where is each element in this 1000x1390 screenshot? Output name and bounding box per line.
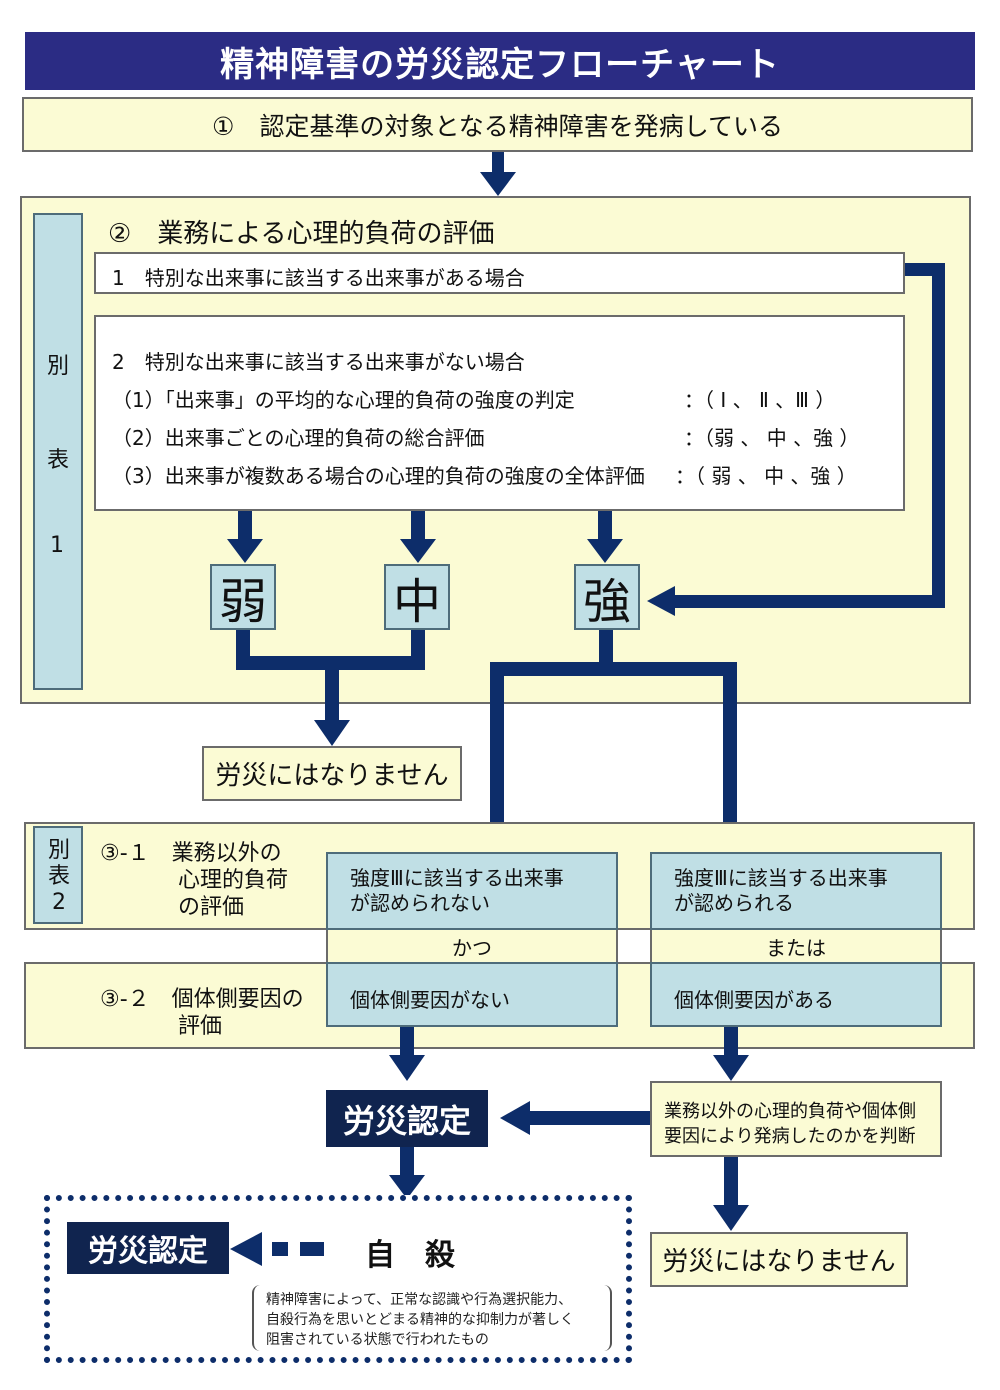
suicide-note-line1: 精神障害によって、正常な認識や行為選択能力、 (266, 1292, 573, 1308)
step1-box: ① 認定基準の対象となる精神障害を発病している (22, 97, 973, 152)
step3-1-label-line2: 心理的負荷 (178, 868, 289, 893)
left-top-box: 強度Ⅲに該当する出来事 が認められない (326, 852, 618, 930)
right-bottom-text: 個体側要因がある (674, 988, 834, 1012)
down-arrow-icon (400, 539, 436, 563)
left-bottom-text: 個体側要因がない (350, 988, 510, 1012)
step3-1-label-line3: の評価 (178, 895, 245, 920)
left-arrow-icon (647, 586, 675, 616)
appendix1-char-2: 表 (47, 448, 70, 473)
not-recognized-box-1: 労災にはなりません (202, 746, 462, 801)
page-title: 精神障害の労災認定フローチャート (25, 32, 975, 90)
right-top-line1: 強度Ⅲに該当する出来事 (674, 866, 888, 890)
appendix2-text: 別表2 (47, 838, 70, 915)
appendix2-label: 別表2 (33, 826, 83, 924)
not-recognized-box-2: 労災にはなりません (650, 1232, 908, 1287)
left-arrow-icon (230, 1232, 262, 1266)
left-connector-text: かつ (452, 935, 492, 960)
case2-item3-label: （3）出来事が複数ある場合の心理的負荷の強度の全体評価 (112, 464, 645, 488)
suicide-note: 精神障害によって、正常な認識や行為選択能力、 自殺行為を思いとどまる精神的な抑制… (252, 1285, 612, 1351)
left-arrow-icon (500, 1101, 530, 1135)
down-arrow-icon (389, 1175, 425, 1199)
appendix1-label: 別 表 1 (33, 213, 83, 690)
suicide-note-line3: 阻害されている状態で行われたもの (266, 1332, 489, 1348)
case2-item2-value: ：（弱 、 中 、強 ） (684, 426, 860, 450)
down-arrow-icon (389, 1055, 425, 1081)
step2-heading: ② 業務による心理的負荷の評価 (108, 219, 495, 249)
case2-box: 2 特別な出来事に該当する出来事がない場合 （1）「出来事」の平均的な心理的負荷… (94, 315, 905, 511)
appendix1-char-1: 別 (47, 354, 70, 379)
case2-heading: 2 特別な出来事に該当する出来事がない場合 (112, 350, 525, 374)
judge-line2: 要因により発病したのかを判断 (664, 1126, 916, 1147)
left-top-line2: が認められない (350, 891, 490, 915)
case2-item3-value: ：（ 弱 、 中 、強 ） (675, 464, 857, 488)
right-connector-text: または (766, 935, 826, 960)
right-top-line2: が認められる (674, 891, 794, 915)
case2-item2-label: （2）出来事ごとの心理的負荷の総合評価 (112, 426, 485, 450)
step1-text: ① 認定基準の対象となる精神障害を発病している (212, 111, 783, 141)
right-connector-box: または (650, 930, 942, 962)
down-arrow-icon (713, 1055, 749, 1081)
down-arrow-icon (587, 539, 623, 563)
level-medium: 中 (384, 564, 450, 630)
down-arrow-icon (713, 1205, 749, 1231)
case2-item1-label: （1）「出来事」の平均的な心理的負荷の強度の判定 (112, 388, 575, 412)
left-bottom-box: 個体側要因がない (326, 962, 618, 1027)
case1-text: 1 特別な出来事に該当する出来事がある場合 (112, 266, 525, 290)
not-recognized-text-1: 労災にはなりません (215, 761, 449, 791)
down-arrow-icon (314, 720, 350, 746)
not-recognized-text-2: 労災にはなりません (662, 1247, 896, 1277)
case1-box: 1 特別な出来事に該当する出来事がある場合 (94, 252, 905, 294)
down-arrow-icon (480, 172, 516, 196)
step3-2-label-line1: ③-２ 個体側要因の (100, 987, 304, 1012)
step3-2-label-line2: 評価 (178, 1014, 223, 1039)
suicide-label: 自 殺 (365, 1238, 455, 1273)
case2-item1-value: ：（ Ⅰ 、 Ⅱ 、Ⅲ ） (684, 388, 836, 412)
level-weak: 弱 (210, 564, 276, 630)
suicide-recognized-box: 労災認定 (67, 1222, 229, 1274)
down-arrow-icon (227, 539, 263, 563)
judge-box: 業務以外の心理的負荷や個体側 要因により発病したのかを判断 (650, 1081, 942, 1157)
appendix1-char-3: 1 (50, 533, 64, 558)
step3-1-label-line1: ③-１ 業務以外の (100, 841, 282, 866)
left-connector-box: かつ (326, 930, 618, 962)
left-top-line1: 強度Ⅲに該当する出来事 (350, 866, 564, 890)
right-top-box: 強度Ⅲに該当する出来事 が認められる (650, 852, 942, 930)
judge-line1: 業務以外の心理的負荷や個体側 (664, 1101, 916, 1122)
recognized-box: 労災認定 (326, 1090, 488, 1147)
right-bottom-box: 個体側要因がある (650, 962, 942, 1027)
level-strong: 強 (574, 564, 640, 630)
suicide-note-line2: 自殺行為を思いとどまる精神的な抑制力が著しく (266, 1312, 574, 1328)
